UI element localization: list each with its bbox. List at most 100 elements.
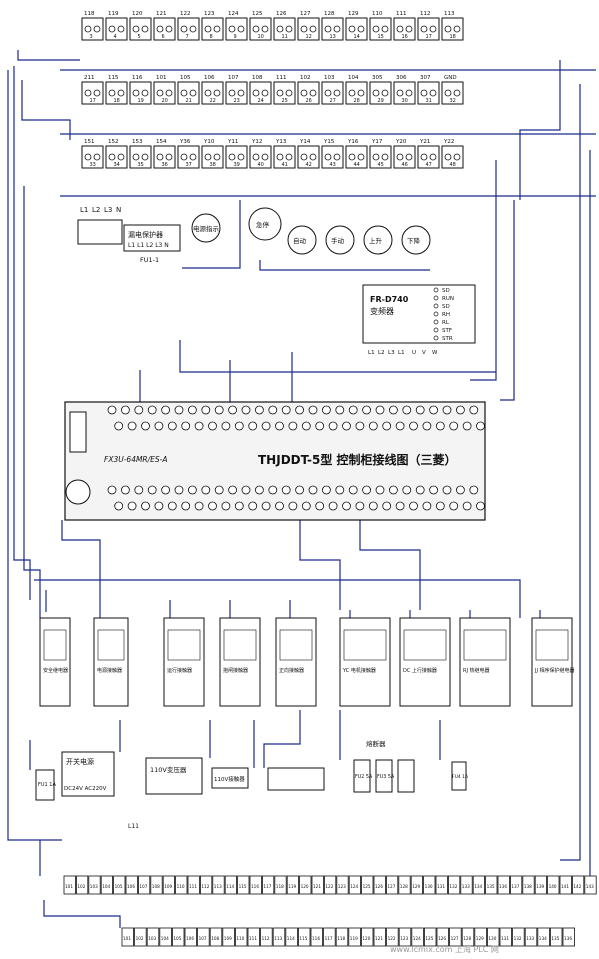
plc-output-terminal <box>295 485 305 495</box>
terminal-number: 41 <box>282 162 288 168</box>
plc-input-terminal <box>167 421 177 431</box>
terminal-screw <box>453 153 461 161</box>
wire <box>43 900 121 928</box>
terminal-screw <box>285 153 293 161</box>
terminal-number: 46 <box>402 162 408 168</box>
component-label: RJ 热继电器 <box>463 667 490 674</box>
terminal-number: 17 <box>426 34 432 40</box>
terminal-label: 130 <box>488 936 496 941</box>
terminal-screw <box>84 25 92 33</box>
plc-output-terminal <box>228 485 238 495</box>
terminal-screw <box>348 25 356 33</box>
terminal-screw <box>429 153 437 161</box>
terminal-block <box>393 145 416 169</box>
plc-input-terminal <box>234 421 244 431</box>
terminal-block <box>321 17 344 41</box>
terminal-label: 125 <box>252 11 263 17</box>
terminal-label: 151 <box>84 139 95 145</box>
terminal-block <box>369 17 392 41</box>
terminal-block <box>184 927 198 947</box>
terminal-label: 118 <box>337 936 345 941</box>
terminal-screw <box>237 153 245 161</box>
terminal-number: 15 <box>378 34 384 40</box>
power-protector-label: 漏电保护器 <box>128 230 163 239</box>
terminal-number: 44 <box>354 162 360 168</box>
plc-input-terminal <box>321 405 331 415</box>
plc-input-terminal <box>435 421 445 431</box>
terminal-label: 112 <box>201 884 209 889</box>
terminal-screw <box>156 89 164 97</box>
buttons-group: 急停自动手动上升下降 <box>248 207 431 255</box>
terminal-block <box>209 927 223 947</box>
plc-input-terminal <box>127 421 137 431</box>
plc-output-terminal <box>121 485 130 495</box>
plc-input-terminal <box>455 405 465 415</box>
terminal-screw <box>276 25 284 33</box>
terminal-label: 143 <box>586 884 594 889</box>
terminal-label: 123 <box>400 936 408 941</box>
fuse-a: FU1 1A <box>38 782 56 788</box>
plc-output-terminal <box>422 501 432 511</box>
plc-input-terminal <box>221 421 231 431</box>
terminal-block <box>201 81 224 105</box>
component-symbol <box>535 629 569 661</box>
terminal-screw <box>108 153 116 161</box>
wire <box>61 520 101 600</box>
component-label: 电源接触器 <box>97 667 122 674</box>
plc-output-terminal <box>187 485 197 495</box>
inverter-power-terminal: L3 <box>388 350 395 356</box>
terminal-block <box>153 17 176 41</box>
terminal-label: 103 <box>148 936 156 941</box>
terminal-number: 12 <box>306 34 312 40</box>
terminal-screw <box>189 153 197 161</box>
plc-output-terminal <box>328 501 338 511</box>
terminal-screw <box>117 89 125 97</box>
terminal-block <box>417 17 440 41</box>
inverter-terminal <box>433 303 439 309</box>
terminal-block <box>177 145 200 169</box>
terminal-number: 29 <box>378 98 384 104</box>
plc-input-terminal <box>308 405 318 415</box>
terminal-block <box>261 875 275 895</box>
terminal-block <box>237 875 250 895</box>
plc-input-terminal <box>422 421 432 431</box>
terminal-label: 140 <box>549 884 557 889</box>
wire <box>17 50 80 61</box>
terminal-block <box>449 927 462 947</box>
terminal-block <box>485 875 498 895</box>
terminal-label: 129 <box>348 11 359 17</box>
terminal-label: 126 <box>375 884 383 889</box>
terminal-label: Y15 <box>323 139 335 145</box>
plc-output-terminal <box>402 485 412 495</box>
terminal-block <box>321 145 344 169</box>
terminal-block <box>81 81 104 105</box>
terminal-label: 128 <box>400 884 408 889</box>
plc-output-terminal <box>382 501 392 511</box>
inverter-terminal-label: RUN <box>442 296 454 302</box>
terminal-label: 101 <box>65 884 73 889</box>
terminal-block <box>297 17 320 41</box>
plc-input-terminal <box>362 405 372 415</box>
terminal-block <box>423 927 437 947</box>
plc-input-terminal <box>462 421 472 431</box>
plc-output-terminal <box>415 485 425 495</box>
terminal-block <box>562 927 576 947</box>
terminal-number: 7 <box>186 34 189 40</box>
terminal-label: 123 <box>204 11 215 17</box>
terminal-label: 106 <box>186 936 194 941</box>
terminal-screw <box>444 89 452 97</box>
fuse-c: FU3 5A <box>377 774 395 780</box>
terminal-block <box>447 875 461 895</box>
plc-input-terminal <box>107 405 117 415</box>
terminal-label: 122 <box>180 11 191 17</box>
plc-output-terminal <box>261 501 271 511</box>
push-button-label: 急停 <box>256 220 270 229</box>
terminal-screw <box>357 89 365 97</box>
terminal-block <box>129 81 152 105</box>
component-symbol <box>463 629 507 661</box>
terminal-screw <box>93 25 101 33</box>
terminal-screw <box>300 153 308 161</box>
terminal-number: 31 <box>426 98 432 104</box>
terminal-block <box>249 17 272 41</box>
